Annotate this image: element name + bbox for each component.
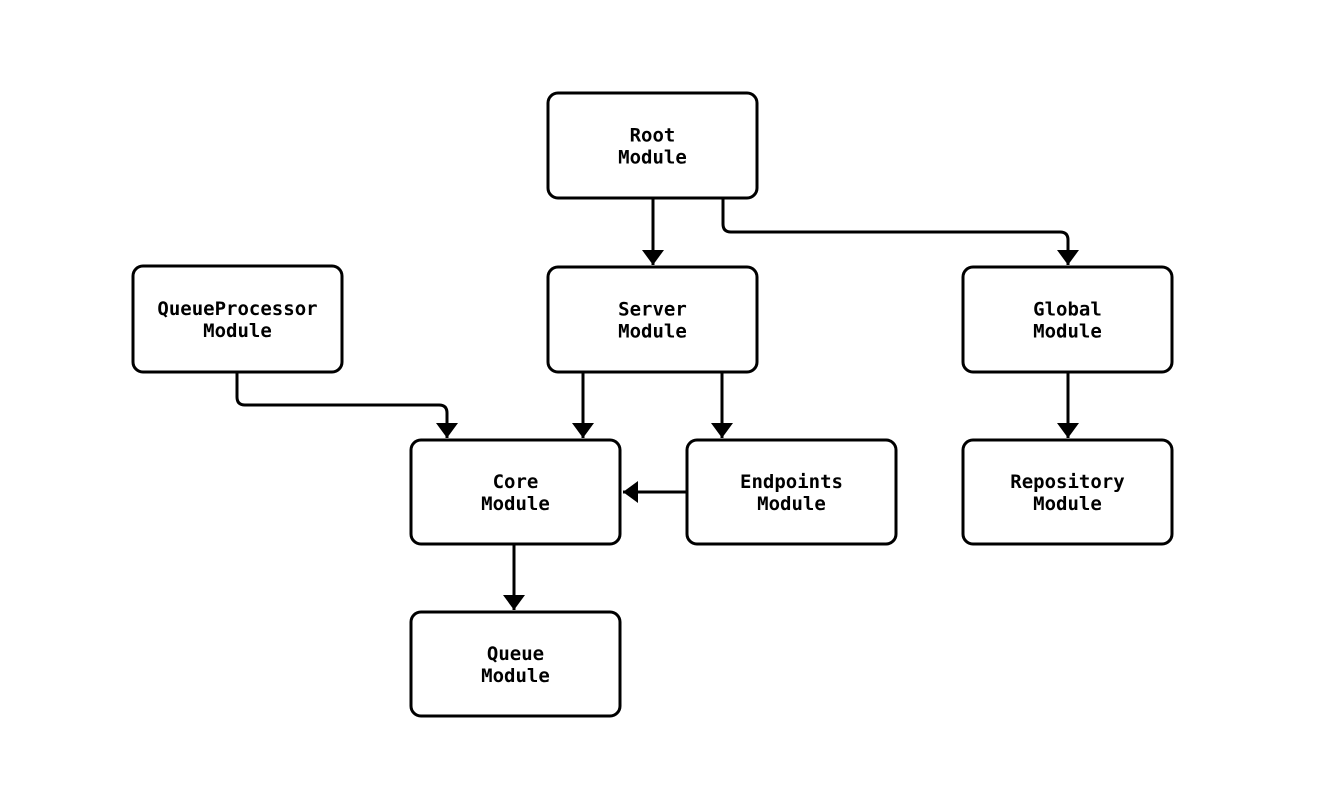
node-box-global xyxy=(961,265,1174,374)
node-box-root xyxy=(546,91,759,200)
edge-root-to-global xyxy=(721,198,1079,265)
edge-queueprocessor-to-core xyxy=(235,372,458,438)
node-box-core xyxy=(409,438,622,546)
node-box-endpoints xyxy=(685,438,898,546)
node-box-repository xyxy=(961,438,1174,546)
node-box-server xyxy=(546,265,759,374)
node-box-queue xyxy=(409,610,622,718)
node-box-queueprocessor xyxy=(131,264,344,374)
